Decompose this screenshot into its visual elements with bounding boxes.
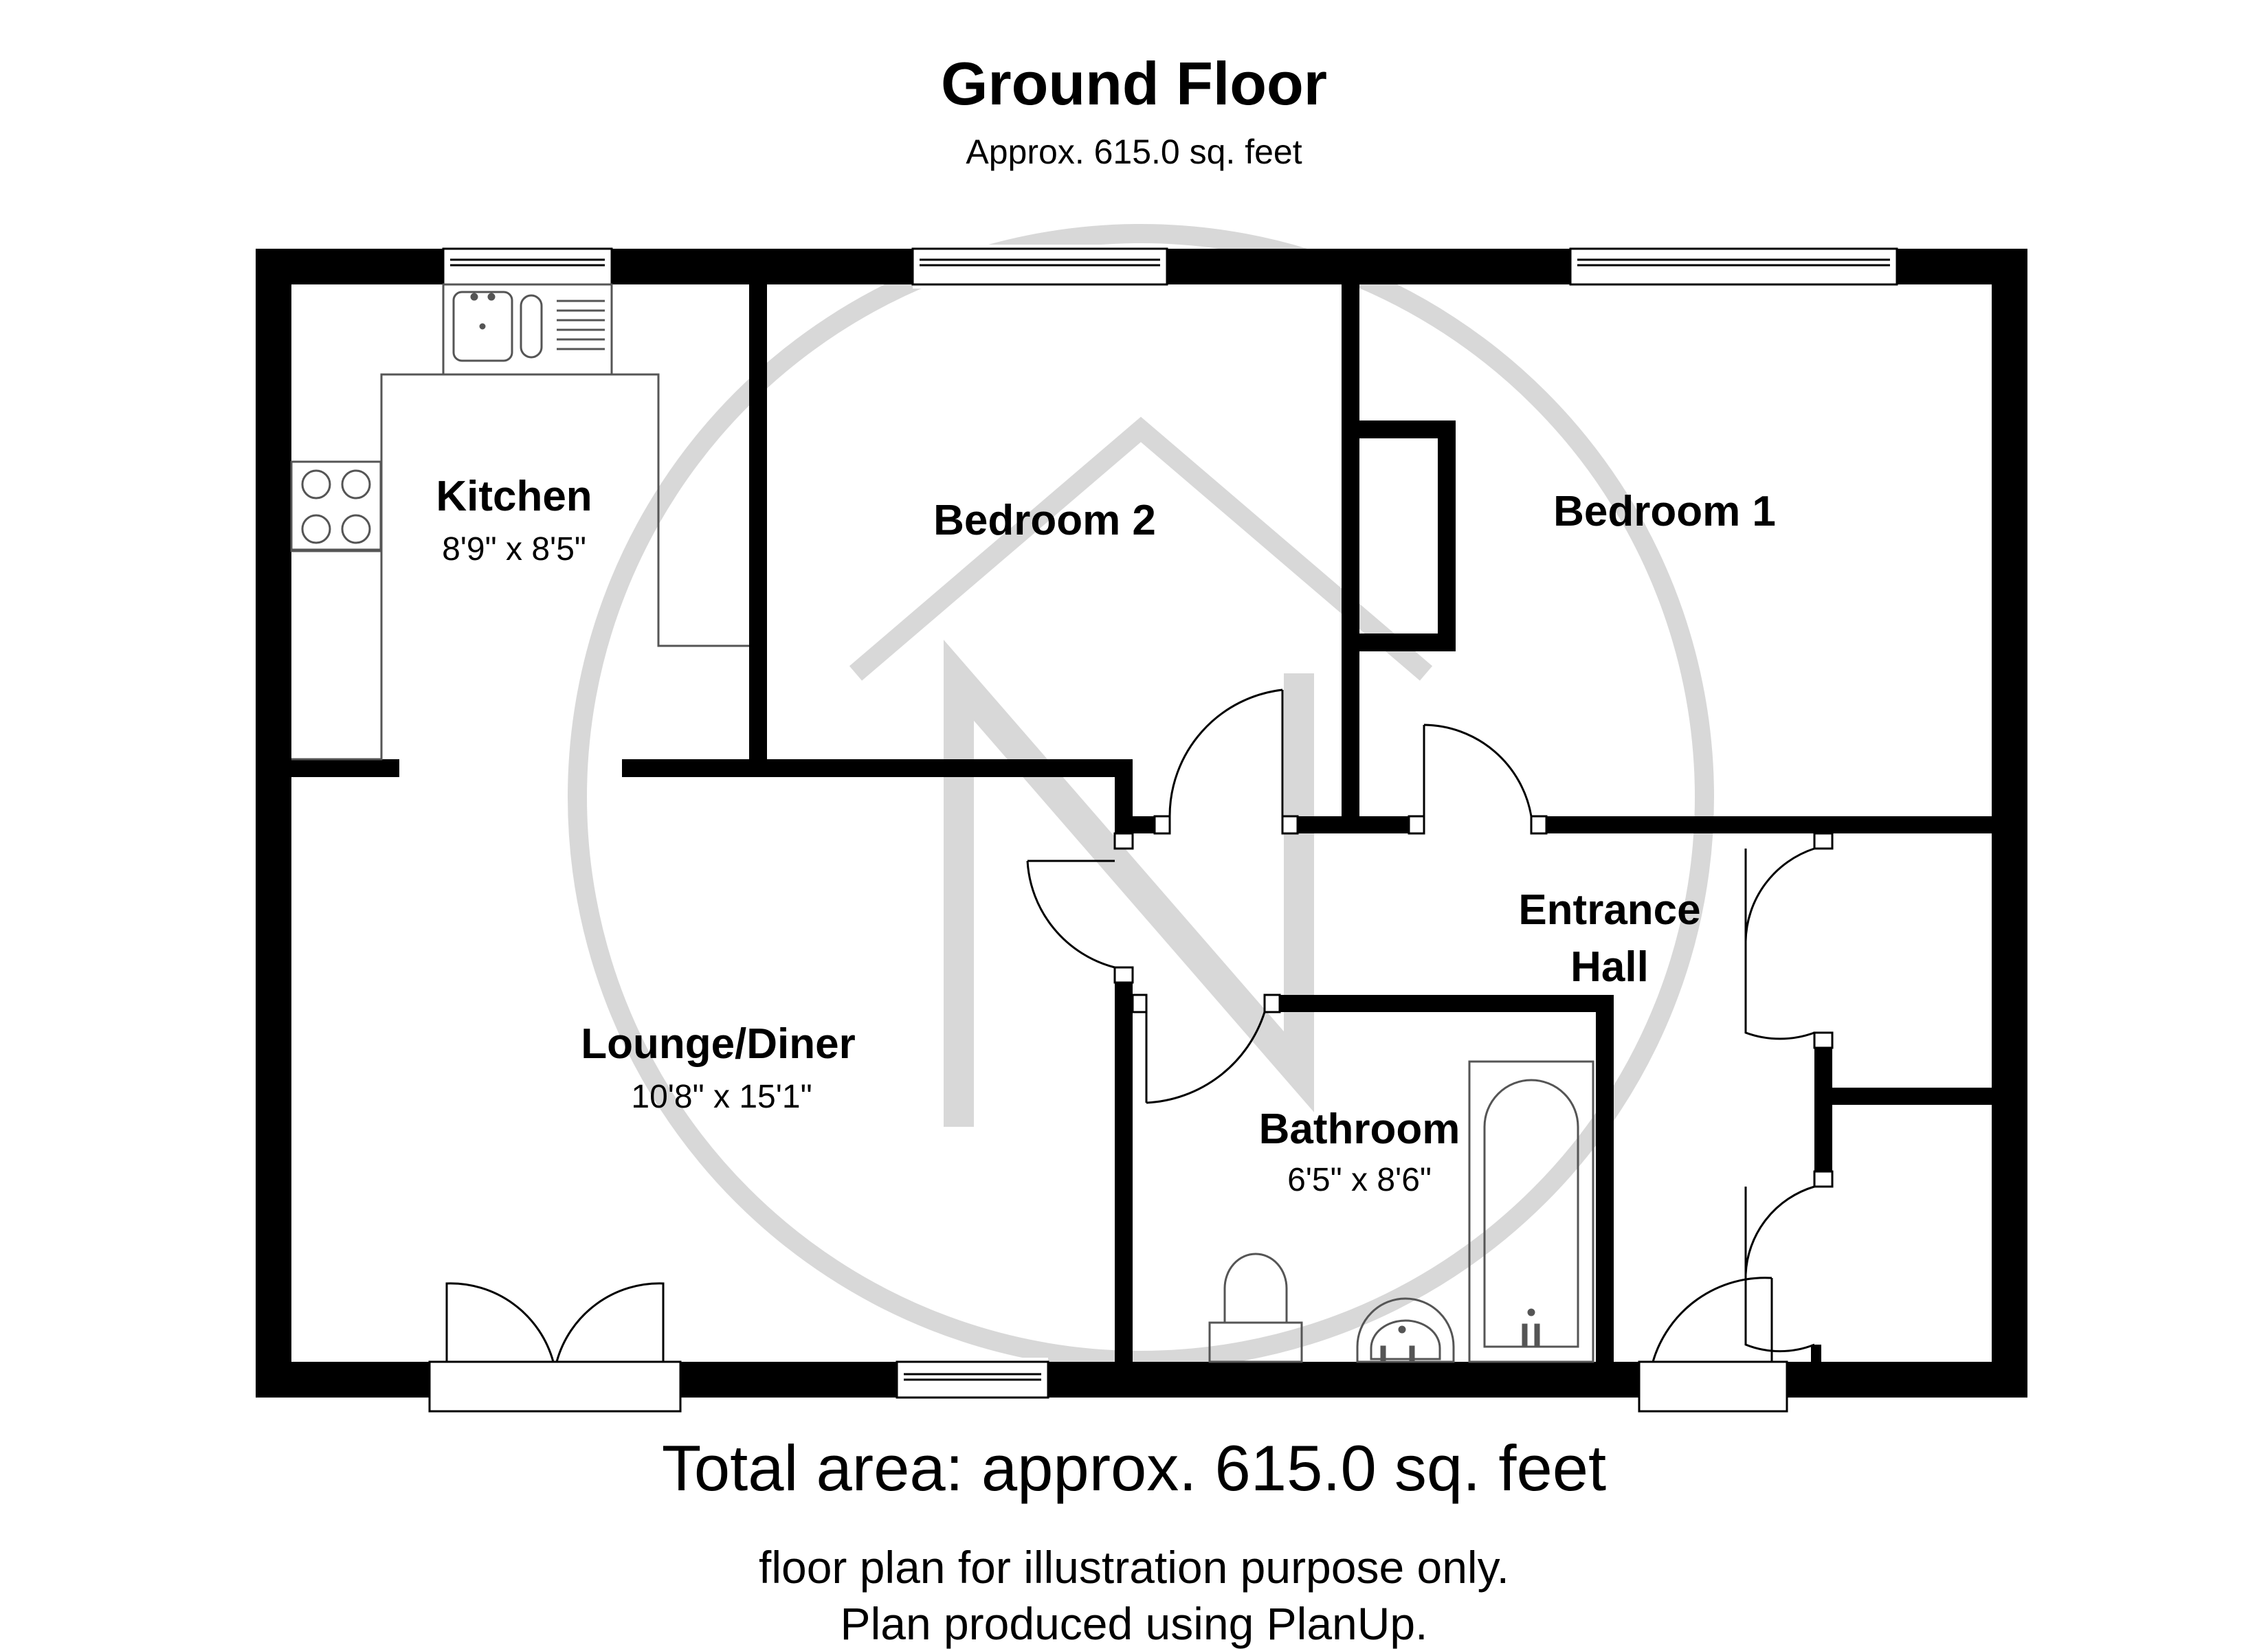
entrance-hall-label-line2: Hall — [1570, 943, 1649, 991]
door-lounge — [1026, 832, 1134, 984]
floor-title: Ground Floor — [940, 49, 1328, 117]
bathroom-dimensions: 6'5" x 8'6" — [1287, 1162, 1432, 1198]
entrance-hall-label-line1: Entrance — [1518, 886, 1700, 934]
lounge-diner-label: Lounge/Diner — [581, 1020, 856, 1068]
window-kitchen — [442, 247, 613, 286]
door-front — [1652, 1277, 1773, 1362]
doors — [445, 688, 1834, 1362]
interior-walls — [291, 284, 2027, 1362]
bedroom-2-label: Bedroom 2 — [933, 497, 1156, 544]
watermark-logo — [568, 224, 1714, 1370]
toilet — [1208, 1253, 1303, 1363]
disclaimer-line-1: floor plan for illustration purpose only… — [758, 1542, 1510, 1593]
door-bedroom-2 — [1153, 688, 1299, 835]
kitchen-label: Kitchen — [436, 473, 592, 520]
door-bedroom-1 — [1408, 723, 1548, 835]
french-doors — [445, 1282, 665, 1362]
kitchen-worktop — [291, 283, 749, 761]
floor-area: Approx. 615.0 sq. feet — [966, 133, 1302, 171]
bathroom-label: Bathroom — [1259, 1106, 1460, 1153]
door-cupboard-lower — [1744, 1170, 1834, 1353]
room-labels: Kitchen 8'9" x 8'5" Bedroom 2 Bedroom 1 … — [436, 473, 1776, 1198]
kitchen-sink — [452, 291, 605, 362]
disclaimer-line-2: Plan produced using PlanUp. — [840, 1598, 1428, 1649]
total-area: Total area: approx. 615.0 sq. feet — [661, 1432, 1607, 1504]
washbasin — [1356, 1297, 1455, 1363]
windows — [428, 247, 1898, 1413]
lounge-diner-dimensions: 10'8" x 15'1" — [631, 1079, 812, 1115]
window-bedroom-2 — [911, 247, 1168, 286]
kitchen-dimensions: 8'9" x 8'5" — [442, 531, 586, 568]
bathtub — [1468, 1060, 1594, 1363]
kitchen-hob — [290, 460, 382, 552]
window-bedroom-1 — [1569, 247, 1898, 286]
threshold-front-door — [1638, 1360, 1788, 1413]
door-cupboard-upper — [1744, 832, 1834, 1049]
window-lounge — [896, 1360, 1049, 1399]
threshold-french-doors — [428, 1360, 682, 1413]
bedroom-1-label: Bedroom 1 — [1553, 488, 1776, 535]
door-bathroom — [1131, 994, 1281, 1104]
fixtures — [290, 283, 1594, 1363]
